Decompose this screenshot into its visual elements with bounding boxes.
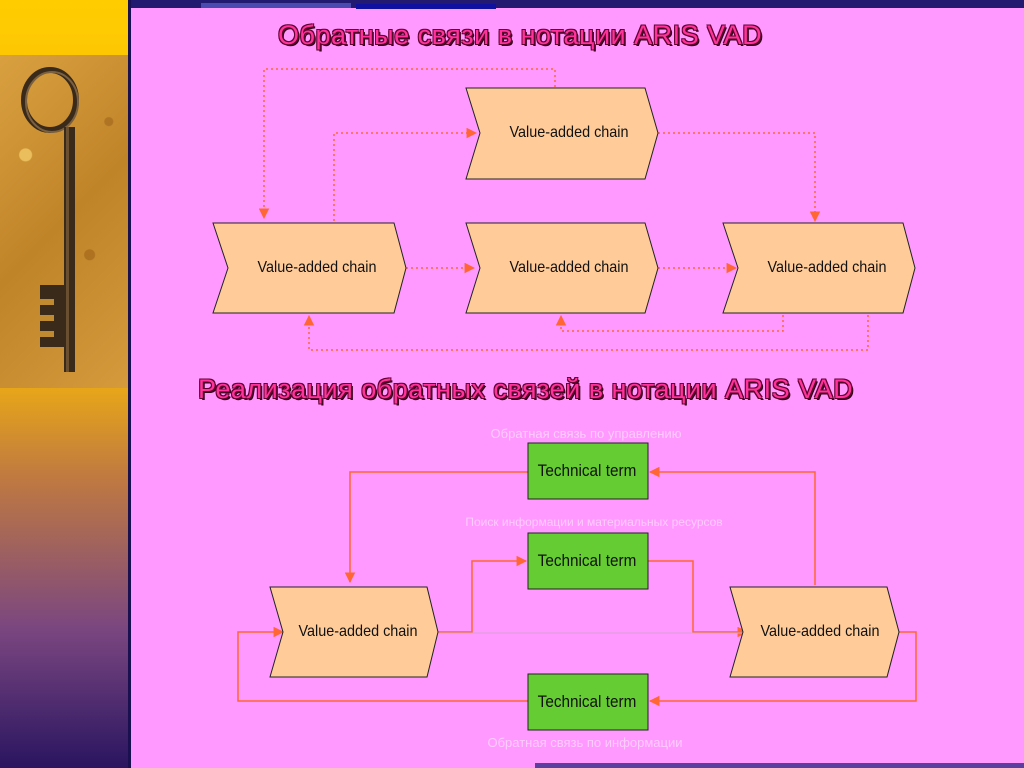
term-mid-label: Technical term <box>538 551 637 571</box>
arrow-right-to-left <box>309 315 868 350</box>
arrow-right-to-mid <box>561 315 783 331</box>
arrow-left-to-top <box>334 133 476 221</box>
footer-bar <box>535 763 1024 768</box>
note-resource-search: Поиск информации и материальных ресурсов <box>465 515 722 529</box>
note-control-feedback: Обратная связь по управлению <box>491 426 682 441</box>
arrow-search-in <box>438 561 526 632</box>
chain-top-label: Value-added chain <box>509 124 628 142</box>
term-bottom-label: Technical term <box>538 692 637 712</box>
term-top-label: Technical term <box>538 461 637 481</box>
note-info-feedback: Обратная связь по информации <box>487 735 682 750</box>
chain-bottom-right-label: Value-added chain <box>760 623 879 641</box>
chain-mid-label: Value-added chain <box>509 259 628 277</box>
arrow-search-out <box>648 561 747 632</box>
chain-left-label: Value-added chain <box>257 259 376 277</box>
chain-right-label: Value-added chain <box>767 259 886 277</box>
arrow-top-to-right <box>658 133 815 221</box>
chain-bottom-left-label: Value-added chain <box>298 623 417 641</box>
